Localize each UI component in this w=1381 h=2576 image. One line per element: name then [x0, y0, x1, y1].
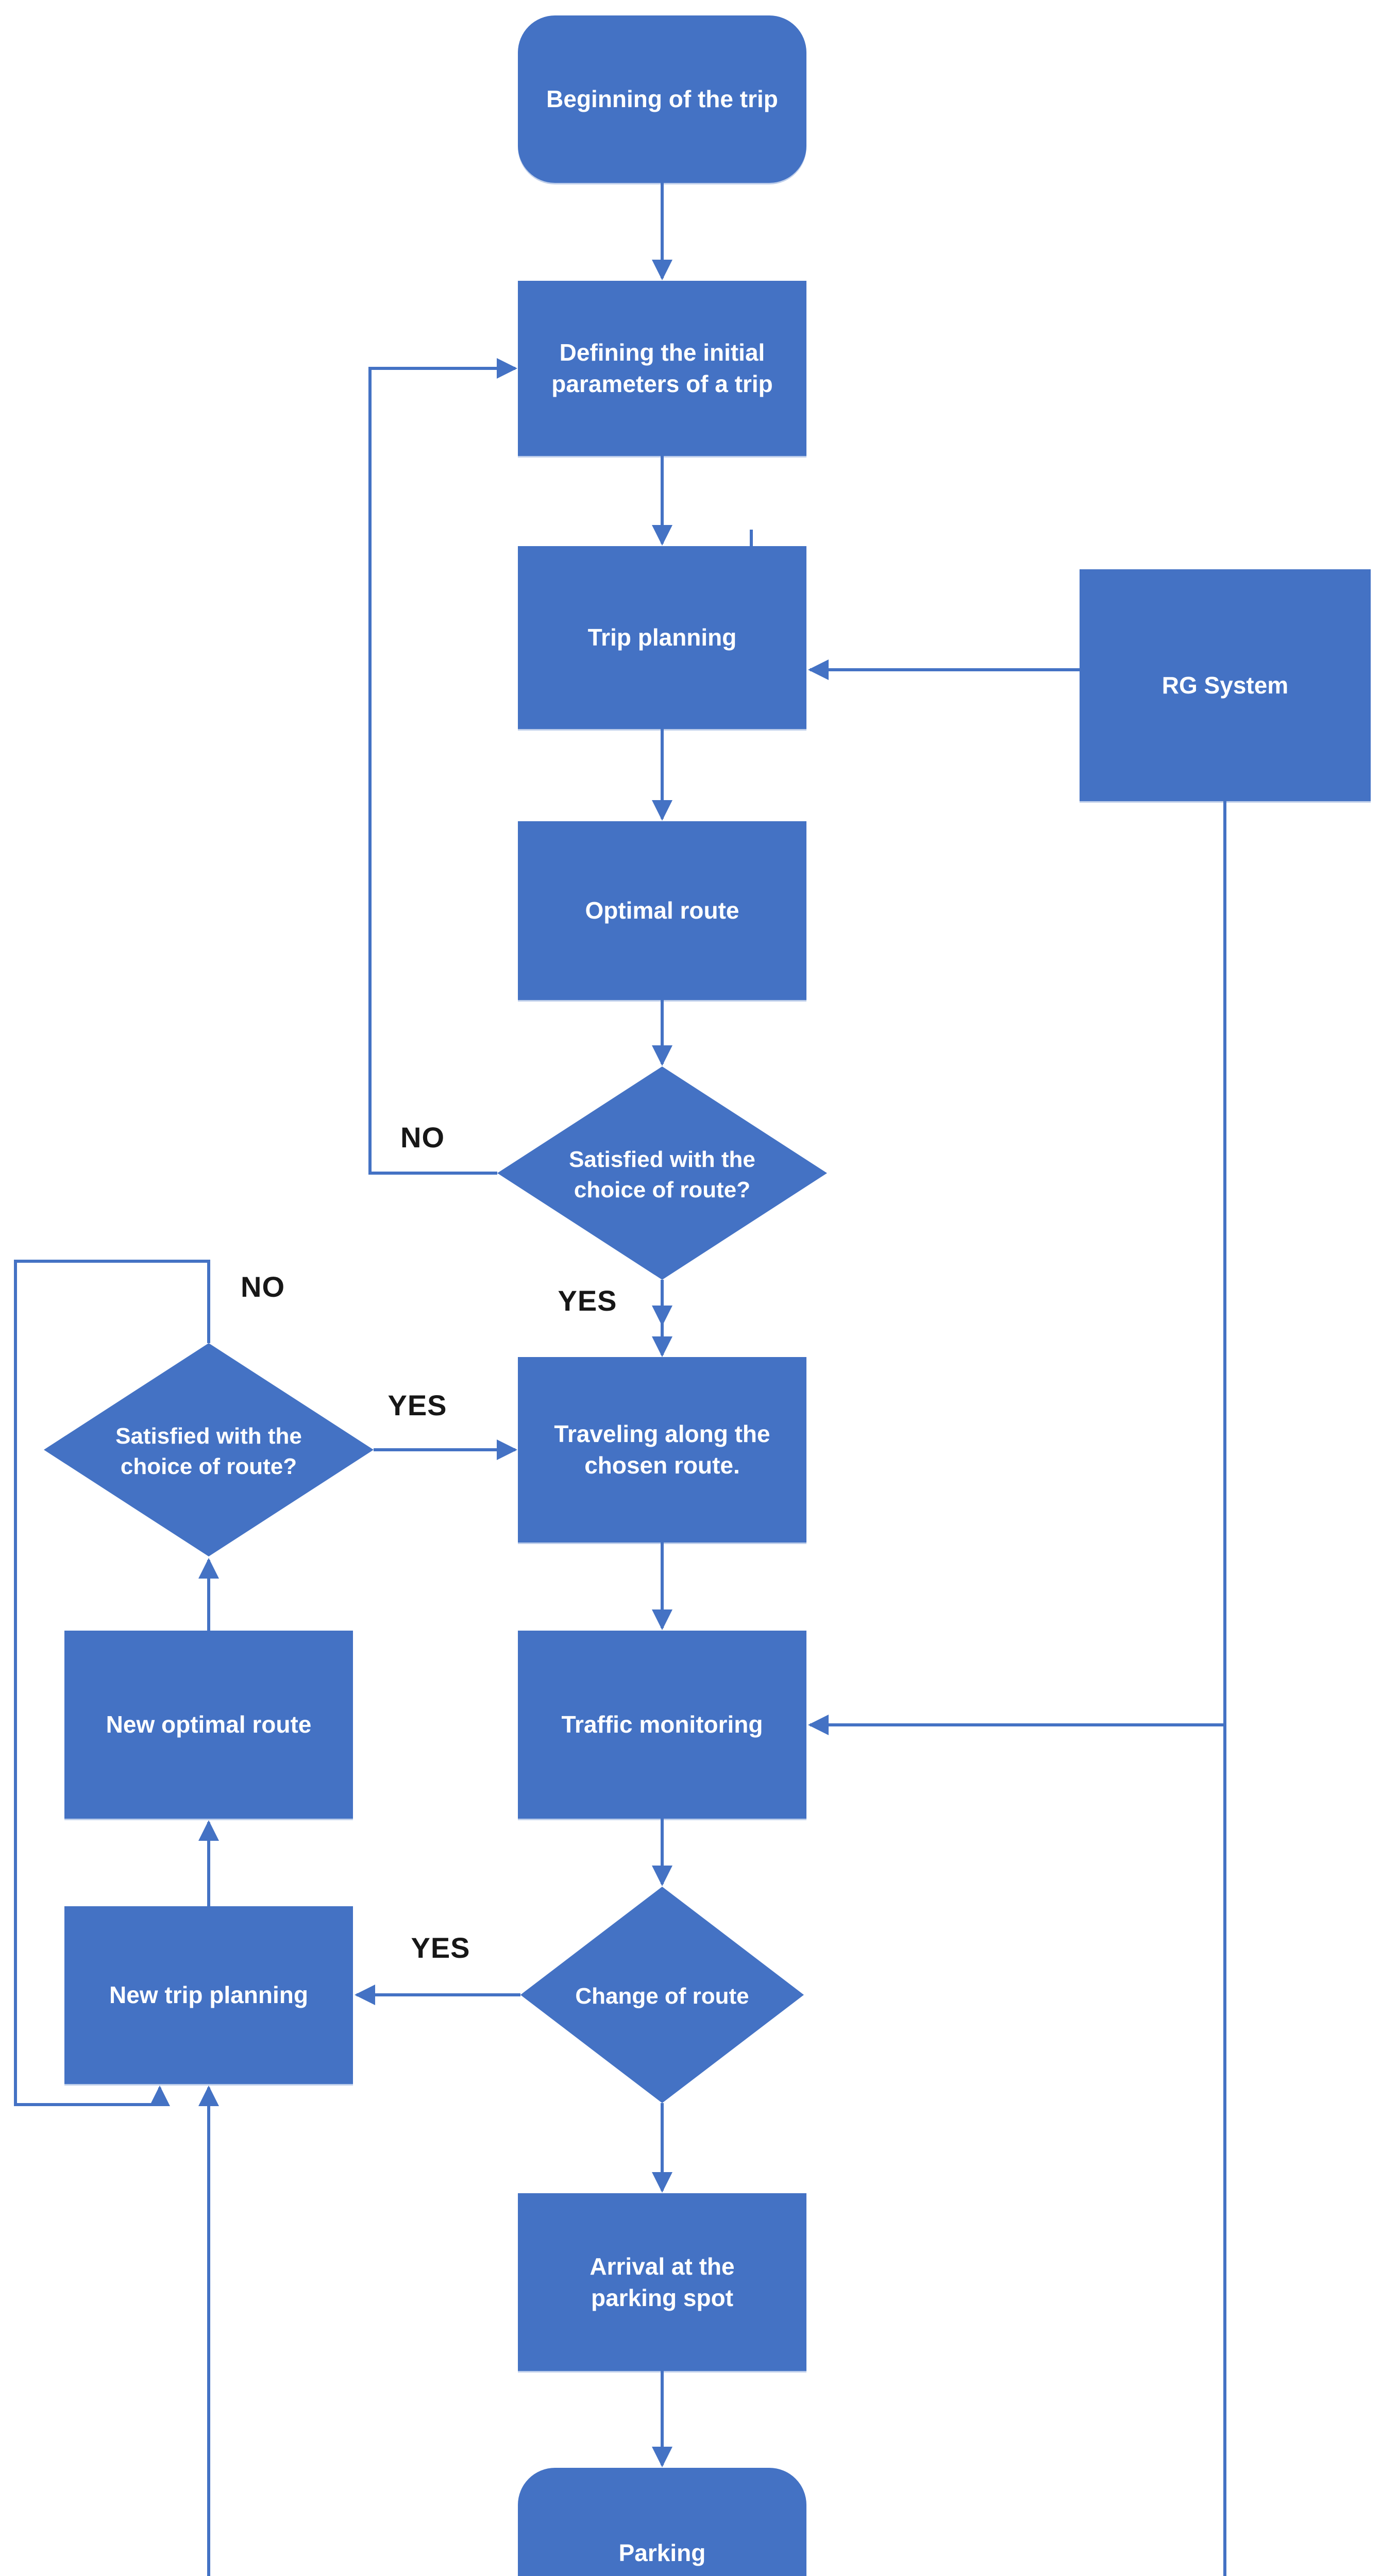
node-shape-satisfied-route-1 — [497, 1066, 827, 1280]
node-new-optimal-route: New optimal route — [64, 1631, 353, 1819]
node-arrival: Arrival at the parking spot — [518, 2193, 806, 2371]
node-parking: Parking — [518, 2468, 806, 2576]
label-satisfied-1-no: NO — [400, 1121, 445, 1154]
node-trip-planning: Trip planning — [518, 546, 806, 729]
node-satisfied-route-2: Satisfied with the choice of route? — [115, 1423, 302, 1479]
label-satisfied-2-yes: YES — [388, 1389, 447, 1421]
node-traveling: Traveling along the chosen route. — [518, 1357, 806, 1543]
label-satisfied-2-no: NO — [241, 1270, 285, 1303]
node-satisfied-route-1: Satisfied with the choice of route? — [569, 1146, 755, 1202]
edge-satisfied-2-no-loop — [14, 1260, 210, 2106]
node-begin: Beginning of the trip — [518, 15, 806, 183]
edge-satisfied-1-no-loop — [368, 358, 517, 1175]
node-shape-satisfied-route-2 — [44, 1343, 374, 1556]
node-defining-initial-parameters: Defining the initial parameters of a tri… — [518, 281, 806, 456]
node-traffic-monitoring: Traffic monitoring — [518, 1631, 806, 1819]
node-change-of-route: Change of route — [575, 1984, 749, 2009]
node-new-trip-planning: New trip planning — [64, 1906, 353, 2084]
node-optimal-route: Optimal route — [518, 821, 806, 1000]
label-satisfied-1-yes: YES — [558, 1284, 617, 1317]
node-rg-system: RG System — [1080, 569, 1371, 801]
label-change-of-route-yes: YES — [411, 1931, 470, 1964]
edge-rg-system-bottom-loop — [198, 801, 1226, 2576]
node-shape-change-of-route — [520, 1887, 804, 2103]
